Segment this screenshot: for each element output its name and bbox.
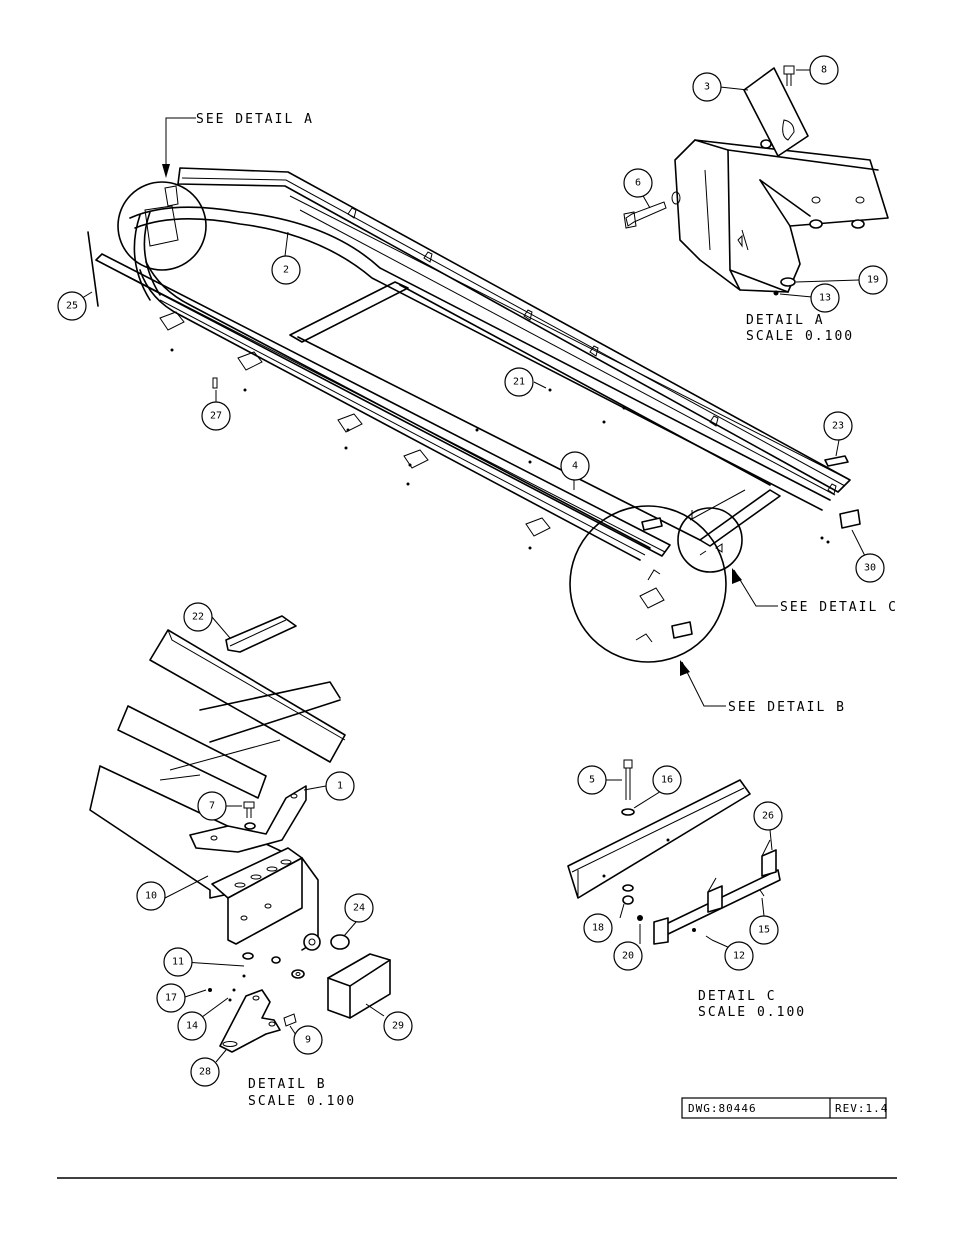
callout-13: 13 <box>810 283 840 313</box>
see-detail-a-label: SEE DETAIL A <box>196 112 314 127</box>
callout-number: 12 <box>733 951 745 962</box>
callout-bubbles: 1 2 3 4 5 6 7 8 9 10 11 12 13 14 15 16 1… <box>57 55 888 1087</box>
detail-c-title: DETAIL C <box>698 989 777 1004</box>
detail-c-scale: SCALE 0.100 <box>698 1005 806 1020</box>
callout-23: 23 <box>823 411 853 441</box>
callout-number: 1 <box>337 781 343 792</box>
callout-number: 23 <box>832 421 844 432</box>
callout-26: 26 <box>753 801 783 831</box>
callout-12: 12 <box>724 941 754 971</box>
callout-3: 3 <box>692 72 722 102</box>
callout-number: 14 <box>186 1021 198 1032</box>
callout-5: 5 <box>577 765 607 795</box>
callout-number: 13 <box>819 293 831 304</box>
callout-number: 20 <box>622 951 634 962</box>
leader-lines <box>78 69 866 1063</box>
callout-2: 2 <box>271 255 301 285</box>
callout-number: 15 <box>758 925 770 936</box>
callout-number: 18 <box>592 923 604 934</box>
revision-number: REV:1.4 <box>835 1102 888 1115</box>
see-detail-c-leader: SEE DETAIL C <box>732 568 898 615</box>
callout-number: 6 <box>635 178 641 189</box>
callout-number: 25 <box>66 301 78 312</box>
callout-number: 29 <box>392 1021 404 1032</box>
detail-b-title: DETAIL B <box>248 1077 327 1092</box>
callout-number: 19 <box>867 275 879 286</box>
callout-18: 18 <box>583 913 613 943</box>
callout-number: 28 <box>199 1067 211 1078</box>
callout-number: 9 <box>305 1035 311 1046</box>
callout-7: 7 <box>197 791 227 821</box>
callout-9: 9 <box>293 1025 323 1055</box>
callout-number: 5 <box>589 775 595 786</box>
callout-number: 2 <box>283 265 289 276</box>
callout-27: 27 <box>201 401 231 431</box>
detail-b-caption: DETAIL B SCALE 0.100 <box>248 1077 356 1109</box>
callout-8: 8 <box>809 55 839 85</box>
callout-number: 11 <box>172 957 184 968</box>
callout-29: 29 <box>383 1011 413 1041</box>
callout-number: 30 <box>864 563 876 574</box>
callout-number: 10 <box>145 891 157 902</box>
title-block: DWG:80446 REV:1.4 <box>681 1097 888 1119</box>
callout-22: 22 <box>183 602 213 632</box>
drawing-number: DWG:80446 <box>688 1102 757 1115</box>
callout-25: 25 <box>57 291 87 321</box>
callout-17: 17 <box>156 983 186 1013</box>
callout-16: 16 <box>652 765 682 795</box>
callout-6: 6 <box>623 168 653 198</box>
callout-10: 10 <box>136 881 166 911</box>
see-detail-c-label: SEE DETAIL C <box>780 600 898 615</box>
callout-number: 26 <box>762 811 774 822</box>
callout-number: 7 <box>209 801 215 812</box>
detail-a-scale: SCALE 0.100 <box>746 329 854 344</box>
detail-a-caption: DETAIL A SCALE 0.100 <box>746 313 854 344</box>
detail-c-drawing <box>567 759 781 945</box>
callout-24: 24 <box>344 893 374 923</box>
callout-11: 11 <box>163 947 193 977</box>
see-detail-b-label: SEE DETAIL B <box>728 700 846 715</box>
detail-a-drawing <box>623 65 889 296</box>
callout-20: 20 <box>613 941 643 971</box>
detail-b-drawing <box>89 615 391 1053</box>
callout-15: 15 <box>749 915 779 945</box>
detail-b-scale: SCALE 0.100 <box>248 1094 356 1109</box>
callout-28: 28 <box>190 1057 220 1087</box>
see-detail-b-leader: SEE DETAIL B <box>680 660 846 715</box>
callout-number: 4 <box>572 461 578 472</box>
detail-c-caption: DETAIL C SCALE 0.100 <box>698 989 806 1020</box>
callout-1: 1 <box>325 771 355 801</box>
detail-a-title: DETAIL A <box>746 313 825 328</box>
callout-number: 8 <box>821 65 827 76</box>
callout-number: 21 <box>513 377 525 388</box>
callout-number: 3 <box>704 82 710 93</box>
callout-30: 30 <box>855 553 885 583</box>
callout-4: 4 <box>560 451 590 481</box>
callout-21: 21 <box>504 367 534 397</box>
callout-14: 14 <box>177 1011 207 1041</box>
callout-number: 17 <box>165 993 177 1004</box>
callout-number: 16 <box>661 775 673 786</box>
main-frame-assembly <box>87 167 861 663</box>
callout-number: 22 <box>192 612 204 623</box>
callout-19: 19 <box>858 265 888 295</box>
callout-number: 27 <box>210 411 222 422</box>
see-detail-a-leader: SEE DETAIL A <box>162 112 314 178</box>
callout-number: 24 <box>353 903 365 914</box>
